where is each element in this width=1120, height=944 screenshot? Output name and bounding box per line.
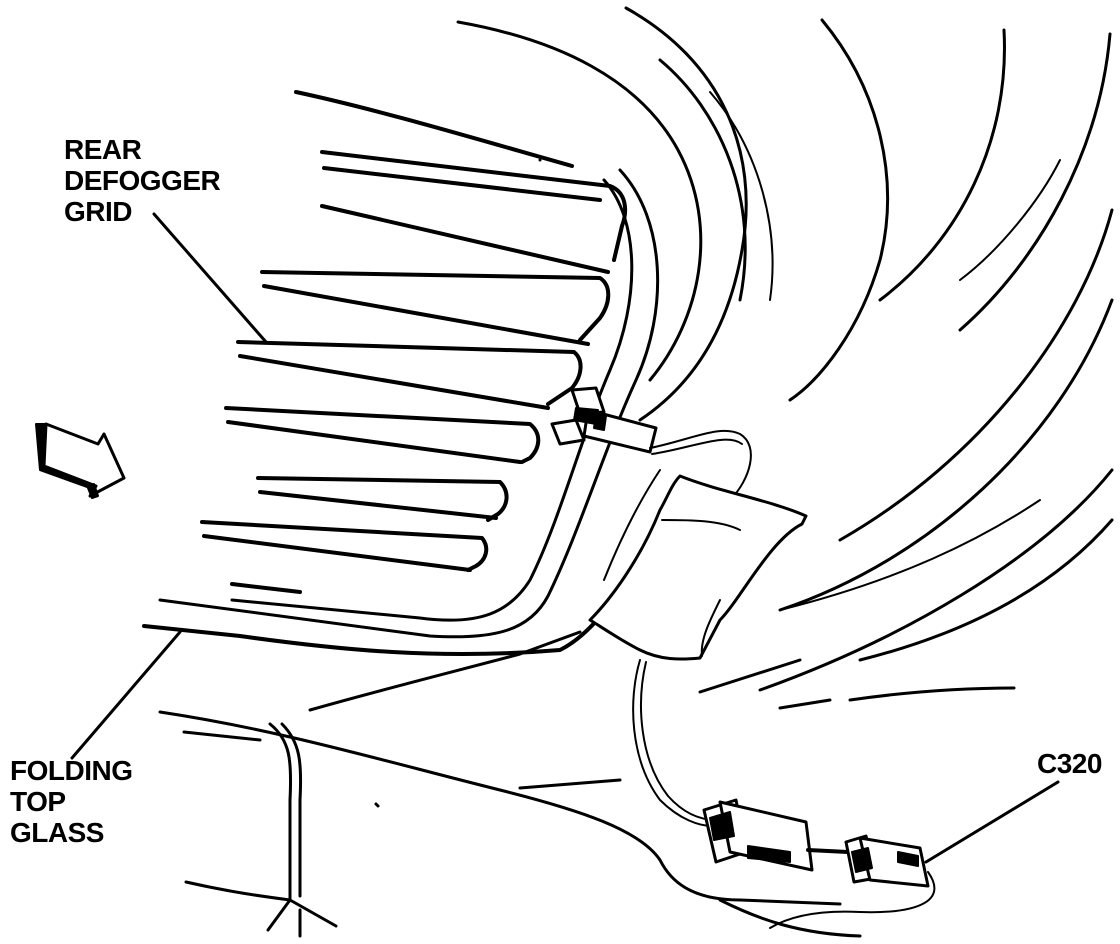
harness-wire-lower bbox=[632, 659, 717, 827]
wire-harness-flap bbox=[588, 474, 808, 661]
folding-top-glass-label-line-1: FOLDING bbox=[10, 755, 133, 786]
rear-defogger-grid-label-line-1: REAR bbox=[64, 134, 142, 165]
rear-defogger-grid-label: REAR DEFOGGER GRID bbox=[64, 134, 221, 227]
folding-top-glass-leader-line bbox=[70, 630, 182, 760]
folding-top-glass-label-line-2: TOP bbox=[10, 786, 66, 817]
rear-defogger-grid-label-line-2: DEFOGGER bbox=[64, 165, 221, 196]
c320-connector-label: C320 bbox=[1037, 748, 1102, 779]
grid-connector bbox=[550, 386, 658, 454]
folding-top-glass-label: FOLDING TOP GLASS bbox=[10, 755, 133, 848]
body-contour-lines bbox=[456, 6, 1114, 710]
folding-top-glass-label-line-3: GLASS bbox=[10, 817, 104, 848]
lower-trim-lines bbox=[158, 710, 862, 938]
c320-leader-line bbox=[924, 780, 1060, 864]
c320-connector bbox=[702, 798, 930, 888]
c320-wire bbox=[769, 871, 936, 929]
defogger-grid-leader-line bbox=[152, 212, 268, 344]
rear-defogger-grid bbox=[200, 150, 628, 594]
arrow-right-icon bbox=[35, 422, 126, 499]
rear-defogger-grid-label-line-3: GRID bbox=[64, 196, 133, 227]
folding-top-glass-frame bbox=[142, 90, 661, 712]
